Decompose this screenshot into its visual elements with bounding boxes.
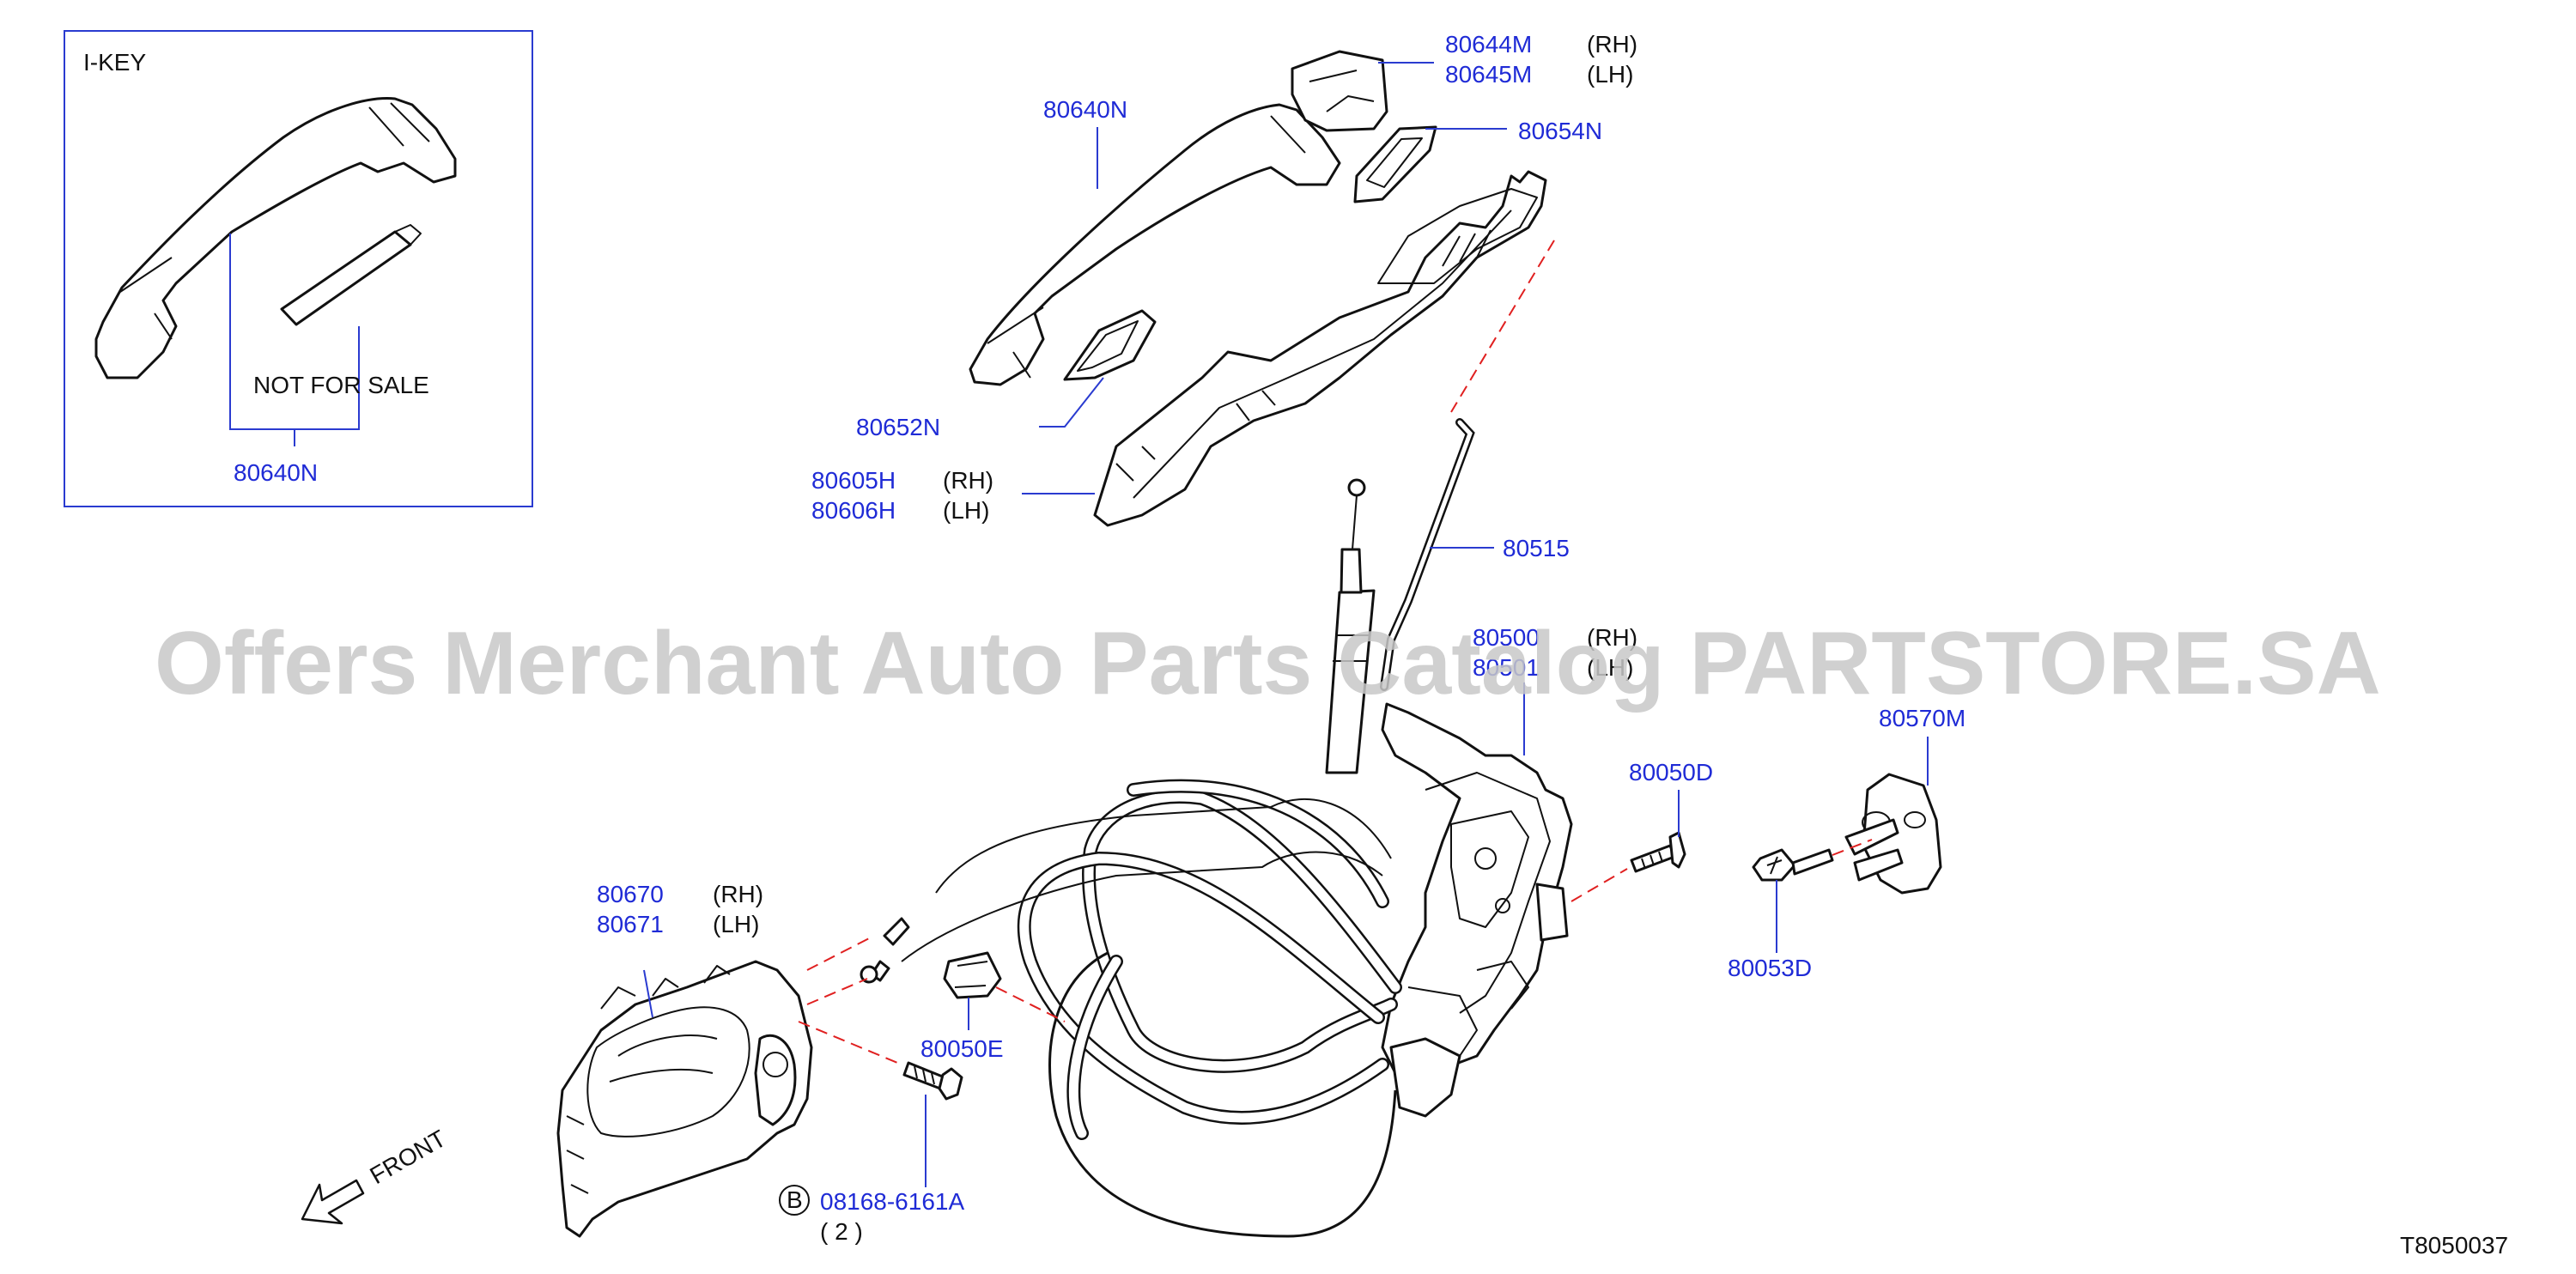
ikey-part-label: 80640N [234,459,318,486]
label-80645M: 80645M [1445,61,1532,88]
tag-rh-cap: (RH) [1587,31,1637,58]
front-label: FRONT [366,1125,451,1189]
tag-rh-inner: (RH) [713,881,763,907]
label-08168-6161A: 08168-6161A [820,1188,964,1215]
watermark-text: Offers Merchant Auto Parts Catalog PARTS… [155,614,2381,713]
label-80606H: 80606H [811,497,896,524]
label-80515: 80515 [1503,535,1570,561]
label-80501: 80501 [1473,654,1540,681]
label-80050D: 80050D [1629,759,1713,786]
dash-cable-bottom [806,978,868,1005]
striker-screw-80053D [1752,848,1834,882]
ikey-title: I-KEY [83,49,146,76]
tag-lh-lock: (LH) [1587,654,1633,681]
label-80670: 80670 [597,881,664,907]
front-arrow-icon [301,1179,365,1225]
tag-lh-inner: (LH) [713,911,759,937]
bolt-quantity: ( 2 ) [820,1218,863,1245]
label-80640N: 80640N [1043,96,1127,123]
not-for-sale-text: NOT FOR SALE [253,372,429,398]
ikey-handle-drawing [94,97,457,379]
tag-lh-bracket: (LH) [943,497,989,524]
leader-80670 [643,969,653,1018]
bolt-badge-letter: B [787,1186,803,1213]
drawing-number: T8050037 [2400,1232,2508,1259]
gasket-80654N [1353,125,1437,203]
tag-lh-cap: (LH) [1587,61,1633,88]
cable-upper [1325,478,1376,774]
bolt-badge: B [779,1185,810,1216]
screw-80050D [1630,831,1686,873]
outside-handle-80640N [969,103,1341,386]
striker-80570M [1844,773,1942,895]
leader-80652N [1039,377,1104,428]
dash-screw [1571,868,1628,902]
tag-rh-bracket: (RH) [943,467,993,494]
tag-rh-lock: (RH) [1587,624,1637,651]
inside-handle-80670 [556,960,813,1238]
label-80500: 80500 [1473,624,1540,651]
handle-cap-80644M [1291,50,1388,132]
dash-clip [995,986,1066,1022]
cables-main [860,779,1402,1238]
clip-80050E [943,951,1002,999]
dash-bracket-rod [1450,240,1555,413]
gasket-80652N [1063,309,1157,381]
label-80605H: 80605H [811,467,896,494]
ikey-sensor-drawing [280,224,422,326]
label-80053D: 80053D [1728,955,1812,981]
bolt-08168-6161A [902,1061,963,1101]
label-80654N: 80654N [1518,118,1602,144]
dash-cable-top [806,935,875,971]
label-80652N: 80652N [856,414,940,440]
door-lock-80500 [1381,702,1573,1118]
dash-bolt [798,1021,902,1065]
bracket-80605H [1093,170,1547,527]
dash-striker [1832,839,1873,856]
front-direction: FRONT [301,1125,451,1225]
label-80671: 80671 [597,911,664,937]
label-80570M: 80570M [1879,705,1965,731]
ikey-inset: I-KEY NOT FOR SALE 80640N [64,30,533,507]
label-80050E: 80050E [920,1035,1004,1062]
label-80644M: 80644M [1445,31,1532,58]
rod-80515 [1380,418,1475,691]
